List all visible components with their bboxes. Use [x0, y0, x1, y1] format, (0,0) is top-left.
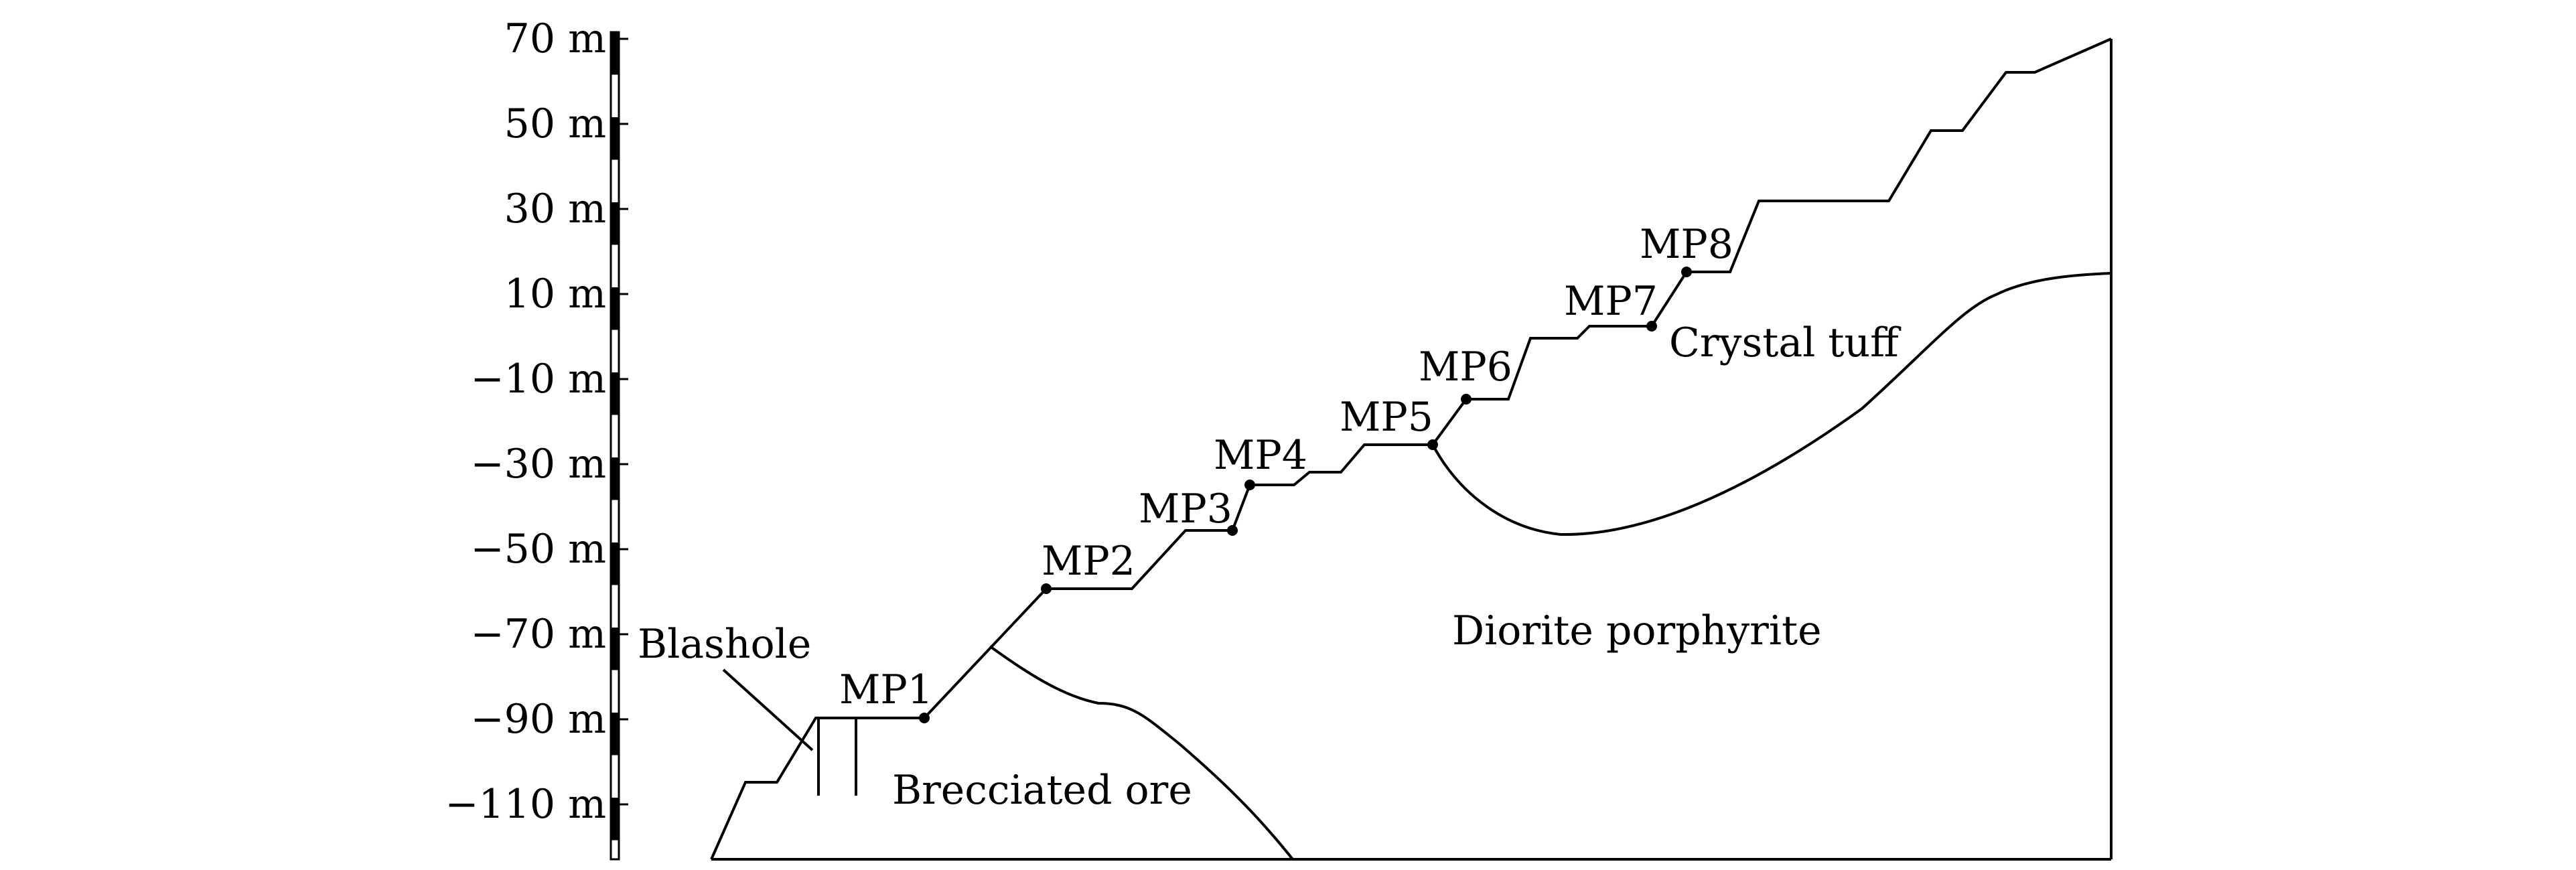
scale-bar-segment: [611, 542, 619, 585]
mp7-label: MP7: [1564, 278, 1658, 325]
measuring-point-markers: [919, 267, 1692, 723]
scale-bar-segment: [611, 457, 619, 500]
scale-bar-segment: [611, 798, 619, 841]
scale-bar-segment: [611, 202, 619, 245]
mp6-label: MP6: [1419, 344, 1512, 390]
scale-bar-segments: [611, 32, 619, 841]
tick-label-minus-30: −30 m: [470, 441, 606, 488]
tick-label-10: 10 m: [504, 271, 606, 317]
measuring-point-labels: MP1 MP2 MP3 MP4 MP5 MP6 MP7 MP8: [839, 221, 1733, 713]
diorite-porphyrite-label: Diorite porphyrite: [1452, 607, 1822, 654]
brecciated-ore-label: Brecciated ore: [892, 767, 1192, 814]
blasthole-leader-line: [722, 668, 814, 751]
crystal-tuff-label: Crystal tuff: [1669, 319, 1902, 366]
mp8-label: MP8: [1640, 221, 1733, 268]
scale-bar-segment: [611, 628, 619, 670]
region-labels: Blashole Brecciated ore Diorite porphyri…: [638, 319, 1902, 814]
tick-label-minus-90: −90 m: [470, 696, 606, 743]
mp6-marker: [1461, 394, 1472, 405]
mp5-label: MP5: [1340, 394, 1433, 441]
mp2-marker: [1041, 583, 1052, 594]
blashole-label: Blashole: [638, 621, 811, 668]
scale-tick-labels: 70 m 50 m 30 m 10 m −10 m −30 m −50 m −7…: [445, 15, 606, 828]
brecciated-ore-boundary: [989, 645, 1294, 861]
tick-label-70: 70 m: [504, 15, 606, 62]
scale-bar-segment: [611, 713, 619, 755]
mp2-label: MP2: [1042, 538, 1135, 585]
scale-bar-ticks: [619, 38, 628, 806]
diorite-crystal-tuff-boundary: [1431, 272, 2112, 536]
mp1-label: MP1: [839, 666, 933, 713]
tick-label-minus-70: −70 m: [470, 611, 606, 658]
scale-bar-segment: [611, 32, 619, 75]
mp8-marker: [1681, 267, 1692, 277]
mp1-marker: [919, 713, 930, 723]
tick-label-50: 50 m: [504, 100, 606, 147]
mp4-label: MP4: [1214, 432, 1307, 479]
tick-label-minus-110: −110 m: [445, 781, 606, 828]
scale-bar-segment: [611, 117, 619, 160]
scale-bar-segment: [611, 372, 619, 415]
tick-label-30: 30 m: [504, 186, 606, 232]
elevation-scale-bar: [610, 31, 628, 861]
mp3-marker: [1227, 525, 1238, 536]
mp5-marker: [1427, 439, 1438, 450]
mp3-label: MP3: [1139, 486, 1232, 532]
tick-label-minus-50: −50 m: [470, 526, 606, 573]
mp7-marker: [1646, 321, 1657, 332]
tick-label-minus-10: −10 m: [470, 356, 606, 403]
ground-surface-profile: [710, 38, 2112, 860]
mp4-marker: [1244, 480, 1255, 490]
scale-bar-segment: [611, 287, 619, 330]
